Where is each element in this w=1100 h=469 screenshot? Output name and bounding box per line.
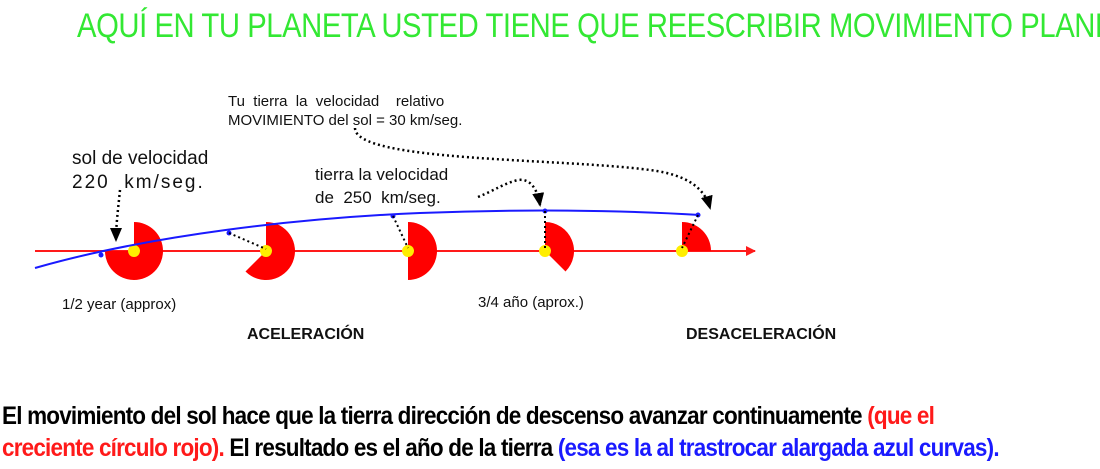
sun-speed-label-line1: sol de velocidad	[72, 148, 208, 169]
caption-text: El resultado es el año de la tierra	[223, 434, 558, 462]
sun-center	[260, 245, 272, 257]
caption-red-text: (que el	[867, 402, 935, 430]
page-title: AQUÍ EN TU PLANETA USTED TIENE QUE REESC…	[77, 7, 1100, 45]
earth-markers	[98, 208, 701, 258]
earth-orbit-curve	[34, 209, 701, 269]
caption-line-2: creciente círculo rojo). El resultado es…	[2, 432, 1000, 464]
earth-sun-connectors	[228, 211, 699, 250]
caption-blue-text: (esa es la al trastrocar alargada azul c…	[557, 434, 1000, 462]
relative-label-line1: Tu tierra la velocidad relativo	[228, 93, 444, 110]
acceleration-label: ACELERACIÓN	[247, 324, 364, 343]
sun-sector	[545, 222, 575, 272]
caption: El movimiento del sol hace que la tierra…	[2, 400, 1000, 464]
sun-speed-label-line2: 220 km/seg.	[72, 172, 205, 193]
callout-arrows	[110, 127, 713, 242]
relative-speed-callout	[353, 127, 713, 210]
earth-speed-label-line2: de 250 km/seg.	[315, 188, 441, 207]
sun-center	[128, 245, 140, 257]
sun-speed-callout	[110, 189, 123, 242]
caption-text: El movimiento del sol hace que la tierra…	[2, 402, 868, 430]
caption-red-text: creciente círculo rojo).	[2, 434, 225, 462]
deceleration-label: DESACELERACIÓN	[686, 324, 836, 343]
earth-marker	[98, 252, 104, 258]
three-quarter-label: 3/4 año (aprox.)	[478, 294, 584, 311]
relative-label-line2: MOVIMIENTO del sol = 30 km/seg.	[228, 112, 462, 129]
sun-center	[539, 245, 551, 257]
sun-center	[402, 245, 414, 257]
sun-sector	[682, 222, 711, 251]
sun-center	[676, 245, 688, 257]
connector	[392, 215, 409, 249]
earth-speed-callout	[477, 178, 545, 207]
sun-discs	[105, 222, 711, 280]
sun-sector	[408, 222, 437, 280]
half-year-label: 1/2 year (approx)	[62, 296, 176, 313]
connector	[228, 232, 267, 250]
caption-line-1: El movimiento del sol hace que la tierra…	[2, 400, 992, 432]
earth-speed-label-line1: tierra la velocidad	[315, 165, 448, 184]
connector	[681, 214, 699, 249]
